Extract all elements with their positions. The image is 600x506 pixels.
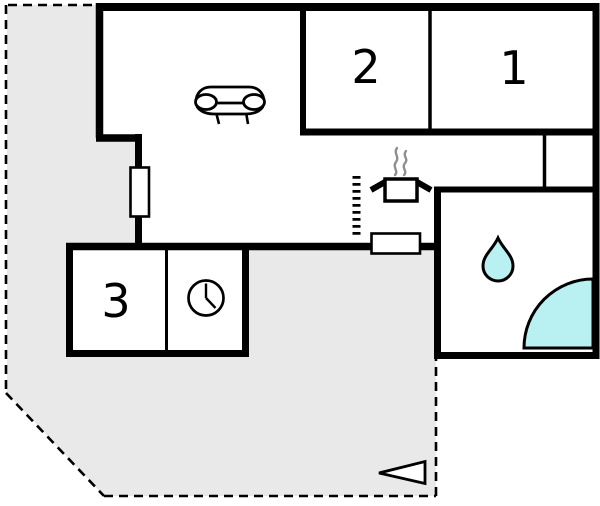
room-3-label: 3 (101, 274, 130, 328)
stove-pot-icon (369, 146, 433, 203)
window-icon (129, 166, 151, 218)
room-2-label: 2 (351, 40, 380, 94)
entrance-arrow-icon (378, 459, 427, 486)
window-icon (370, 232, 422, 255)
clock-icon (187, 279, 225, 317)
water-drop-icon (481, 234, 515, 283)
room-1-label: 1 (499, 41, 528, 95)
shower-quarter-circle-icon (522, 277, 595, 350)
sofa-icon (194, 85, 266, 125)
terrace-dashed-boundary (4, 3, 438, 498)
steam-icon (393, 146, 408, 177)
